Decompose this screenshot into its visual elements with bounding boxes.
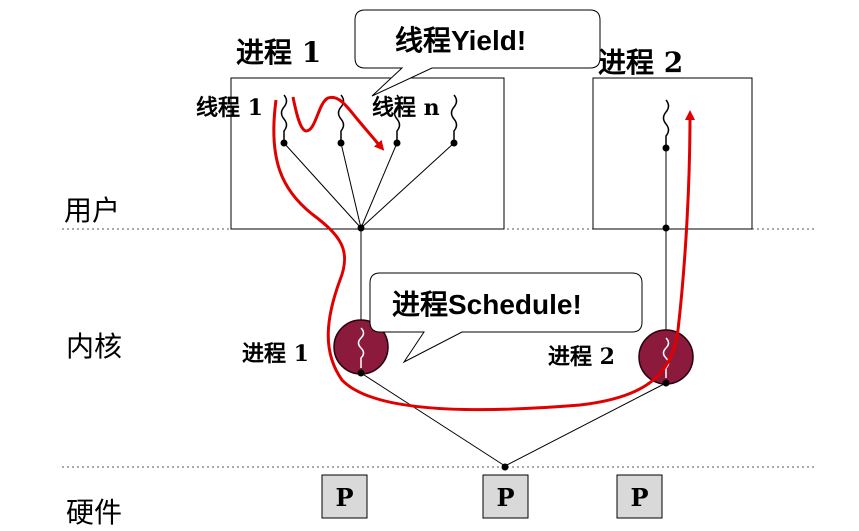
kernel-to-processor-links [360,372,667,467]
thread-squiggle [280,94,288,143]
layer-label-hardware: 硬件 [66,496,122,529]
kernel-process2 [638,329,694,387]
process1-user-box [230,77,505,230]
processor-box: P [321,474,368,519]
process-schedule-arrow [272,99,695,412]
schedule-callout [369,272,643,364]
yield-callout [354,9,601,97]
layer-label-user: 用户 [64,194,120,227]
processor-label: P [496,483,514,512]
process1-thread-links [283,142,455,323]
threadn-label: 线程 n [372,95,440,121]
process2-thread-squiggle [662,99,670,148]
kernel-process2-label: 进程 2 [548,344,615,370]
processor-box: P [482,474,529,519]
thread-squiggle [393,94,401,143]
layer-label-kernel: 内核 [66,330,122,363]
thread-squiggle [450,94,458,143]
thread-yield-arrow [291,95,385,151]
process1-title: 进程 1 [236,36,321,69]
kernel-process1-label: 进程 1 [242,341,309,367]
yield-callout-text: 线程Yield! [395,25,526,56]
process2-user-box [592,77,753,230]
processor-junction-dot [501,463,509,471]
kernel-process1 [333,319,389,377]
processor-label: P [630,483,648,512]
processor-label: P [335,483,353,512]
thread1-label: 线程 1 [196,95,263,121]
process2-title: 进程 2 [598,46,683,79]
schedule-callout-text: 进程Schedule! [392,289,582,320]
processor-box: P [616,474,663,519]
kernel-process1-squiggle [357,327,365,368]
